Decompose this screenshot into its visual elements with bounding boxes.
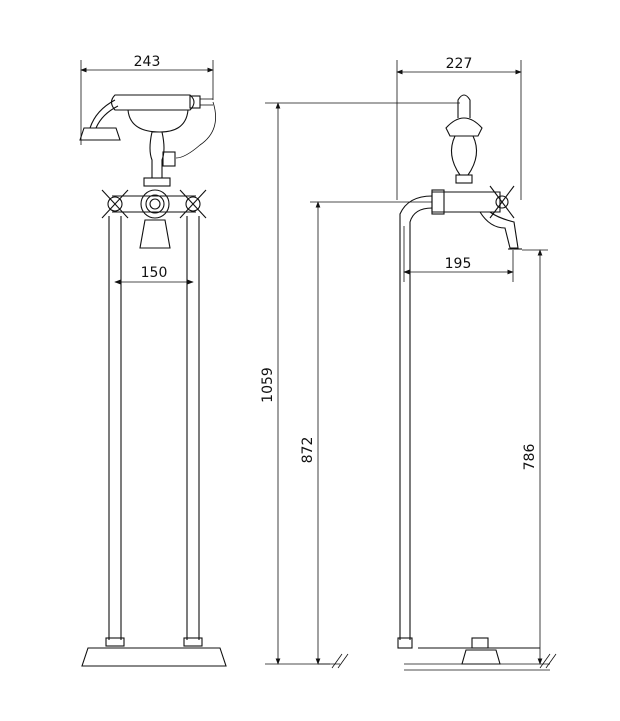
front-view: 243 xyxy=(79,54,227,667)
dimension-total-height: 1059 xyxy=(260,102,460,665)
leg-spacing-label: 150 xyxy=(141,265,168,281)
dimension-outlet-height: 786 xyxy=(522,249,548,665)
outlet-height-label: 786 xyxy=(522,444,538,471)
front-width-label: 243 xyxy=(134,54,161,70)
side-cradle xyxy=(445,94,483,184)
front-body xyxy=(101,131,207,249)
dimension-spout-reach: 195 xyxy=(403,226,514,282)
spout-height-label: 872 xyxy=(300,437,316,464)
dimension-leg-spacing: 150 xyxy=(114,265,194,285)
spout-reach-label: 195 xyxy=(445,256,472,272)
total-height-label: 1059 xyxy=(260,367,276,403)
dimension-spout-height: 872 xyxy=(300,201,432,669)
side-width-label: 227 xyxy=(446,56,473,72)
side-view: 227 xyxy=(396,56,557,671)
dimension-front-width: 243 xyxy=(80,54,214,145)
hand-shower xyxy=(79,94,216,159)
side-base xyxy=(397,637,557,671)
front-legs xyxy=(81,216,227,667)
dimension-side-width: 227 xyxy=(396,56,522,200)
side-body xyxy=(399,185,522,640)
